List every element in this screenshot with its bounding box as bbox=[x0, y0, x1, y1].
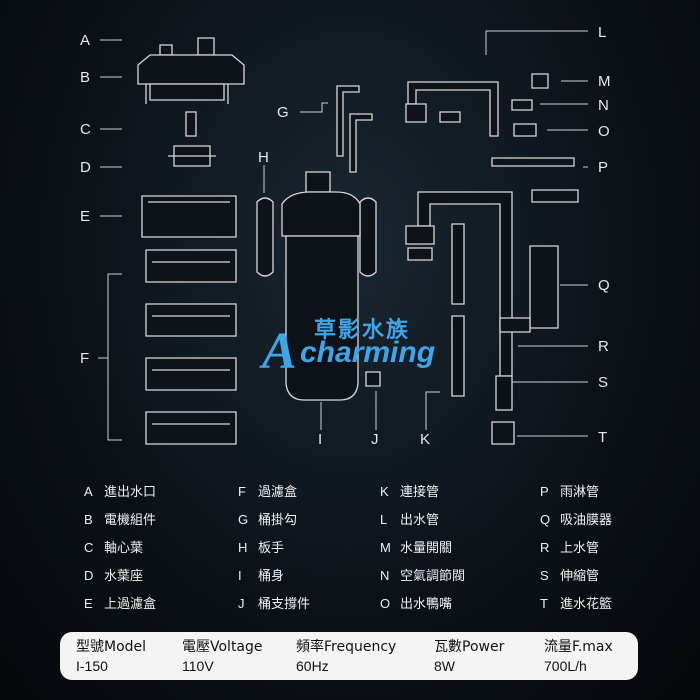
part-letter-A: A bbox=[80, 32, 91, 49]
brand-logo: A 草影水族 charming bbox=[262, 312, 442, 382]
part-letter-D: D bbox=[80, 159, 91, 176]
part-letter-H: H bbox=[258, 149, 269, 166]
part-letter-S: S bbox=[598, 374, 609, 391]
part-letter-C: C bbox=[80, 121, 91, 138]
part-letter-G: G bbox=[277, 104, 289, 121]
part-letter-Q: Q bbox=[598, 277, 610, 294]
part-letter-R: R bbox=[598, 338, 609, 355]
brand-initial: A bbox=[262, 323, 297, 380]
part-letter-N: N bbox=[598, 97, 609, 114]
part-letter-O: O bbox=[598, 123, 610, 140]
part-letter-F: F bbox=[80, 350, 90, 367]
part-letter-T: T bbox=[598, 429, 608, 446]
part-letter-B: B bbox=[80, 69, 91, 86]
part-letter-E: E bbox=[80, 208, 91, 225]
brand-chinese: 草影水族 bbox=[314, 318, 411, 343]
part-letter-P: P bbox=[598, 159, 609, 176]
exploded-parts-diagram bbox=[98, 30, 588, 445]
part-letter-K: K bbox=[420, 431, 431, 448]
part-letter-J: J bbox=[371, 431, 379, 448]
part-letter-L: L bbox=[598, 24, 607, 41]
brand-latin: charming bbox=[300, 336, 436, 369]
part-letter-I: I bbox=[318, 431, 323, 448]
part-letter-M: M bbox=[598, 73, 611, 90]
